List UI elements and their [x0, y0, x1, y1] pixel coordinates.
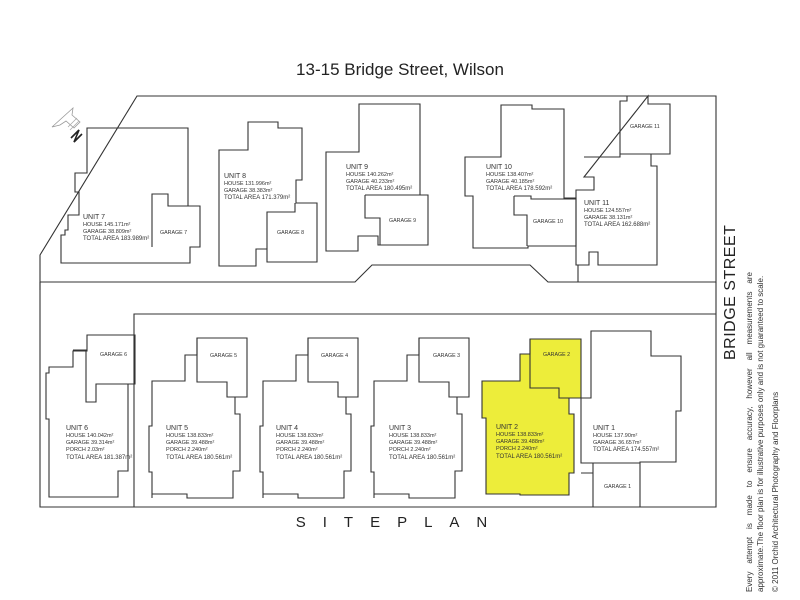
garage-9-label: GARAGE 9: [389, 218, 417, 224]
garage-7-label: GARAGE 7: [160, 230, 188, 236]
unit-8-label: UNIT 8 HOUSE 131.996m² GARAGE 38.383m² T…: [224, 173, 291, 202]
garage-11-label: GARAGE 11: [630, 124, 660, 130]
unit-5-label: UNIT 5 HOUSE 138.833m² GARAGE 39.488m² P…: [166, 425, 233, 461]
unit-11-outline: [575, 94, 671, 266]
street-name-label: BRIDGE STREET: [722, 224, 739, 360]
unit-9-outline: [325, 103, 429, 252]
unit-3-label: UNIT 3 HOUSE 138.833m² GARAGE 39.488m² P…: [389, 425, 456, 461]
garage-10-label: GARAGE 10: [533, 219, 564, 225]
unit-6-label: UNIT 6 HOUSE 140.042m² GARAGE 39.314m² P…: [66, 425, 133, 461]
garage-1-label: GARAGE 1: [604, 484, 632, 490]
unit-4-label: UNIT 4 HOUSE 138.833m² GARAGE 39.488m² P…: [276, 425, 343, 461]
garage-8-label: GARAGE 8: [277, 230, 305, 236]
unit-8-outline: [218, 121, 318, 267]
unit-10-outline: [464, 104, 577, 249]
unit-9-label: UNIT 9 HOUSE 140.262m² GARAGE 40.233m² T…: [346, 164, 413, 193]
garage-3-label: GARAGE 3: [433, 353, 461, 359]
copyright-text: © 2011 Orchid Architectural Photography …: [771, 391, 780, 592]
siteplan-caption: SITEPLAN: [295, 514, 505, 531]
disclaimer: Every attempt is made to ensure accuracy…: [745, 272, 787, 592]
unit-7-outline: [60, 127, 201, 264]
unit-10-label: UNIT 10 HOUSE 138.407m² GARAGE 40.185m² …: [486, 164, 553, 193]
garage-6-label: GARAGE 6: [100, 352, 128, 358]
unit-3-outline: [370, 337, 470, 499]
north-arrow-icon: [51, 106, 83, 143]
unit-2-label: UNIT 2 HOUSE 138.833m² GARAGE 39.488m² P…: [496, 424, 563, 460]
unit-5-outline: [148, 337, 248, 499]
driveway-edge: [40, 264, 716, 283]
unit-11-label: UNIT 11 HOUSE 124.557m² GARAGE 38.131m² …: [584, 200, 651, 229]
unit-7-label: UNIT 7 HOUSE 145.171m² GARAGE 38.809m² T…: [83, 214, 150, 243]
unit-4-outline: [259, 337, 359, 499]
unit-1-label: UNIT 1 HOUSE 137.90m² GARAGE 36.657m² TO…: [593, 425, 660, 454]
unit-6-outline: [45, 334, 136, 498]
page-title: 13-15 Bridge Street, Wilson: [296, 60, 504, 79]
unit-1-outline: [580, 330, 682, 507]
garage-5-label: GARAGE 5: [210, 353, 238, 359]
garage-4-label: GARAGE 4: [321, 353, 349, 359]
unit-2-outline: [481, 338, 582, 496]
disclaimer-text: Every attempt is made to ensure accuracy…: [745, 272, 765, 592]
garage-2-label: GARAGE 2: [543, 352, 571, 358]
lower-lot-boundary: [39, 282, 717, 508]
